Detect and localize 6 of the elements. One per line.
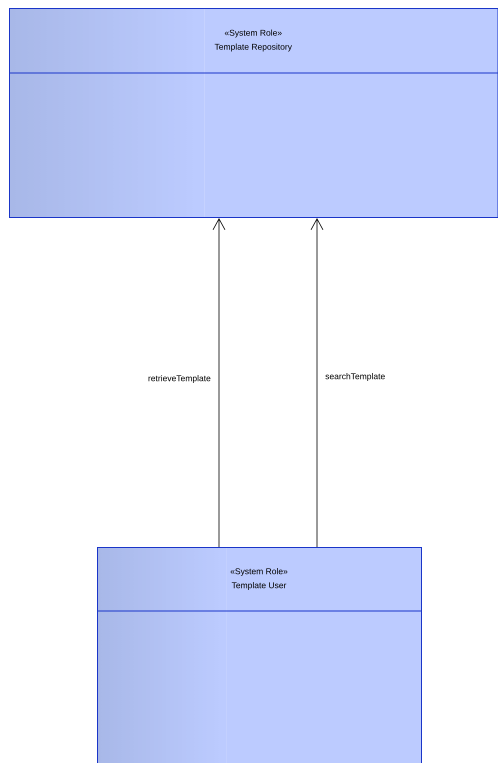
arrow: [310, 218, 324, 548]
edge-label: searchTemplate: [324, 372, 386, 382]
arrow: [212, 218, 226, 548]
edge-label: retrieveTemplate: [146, 374, 212, 384]
class-box: «System Role» Template User: [96, 547, 422, 763]
class-box: «System Role» Template Repository: [8, 8, 498, 218]
